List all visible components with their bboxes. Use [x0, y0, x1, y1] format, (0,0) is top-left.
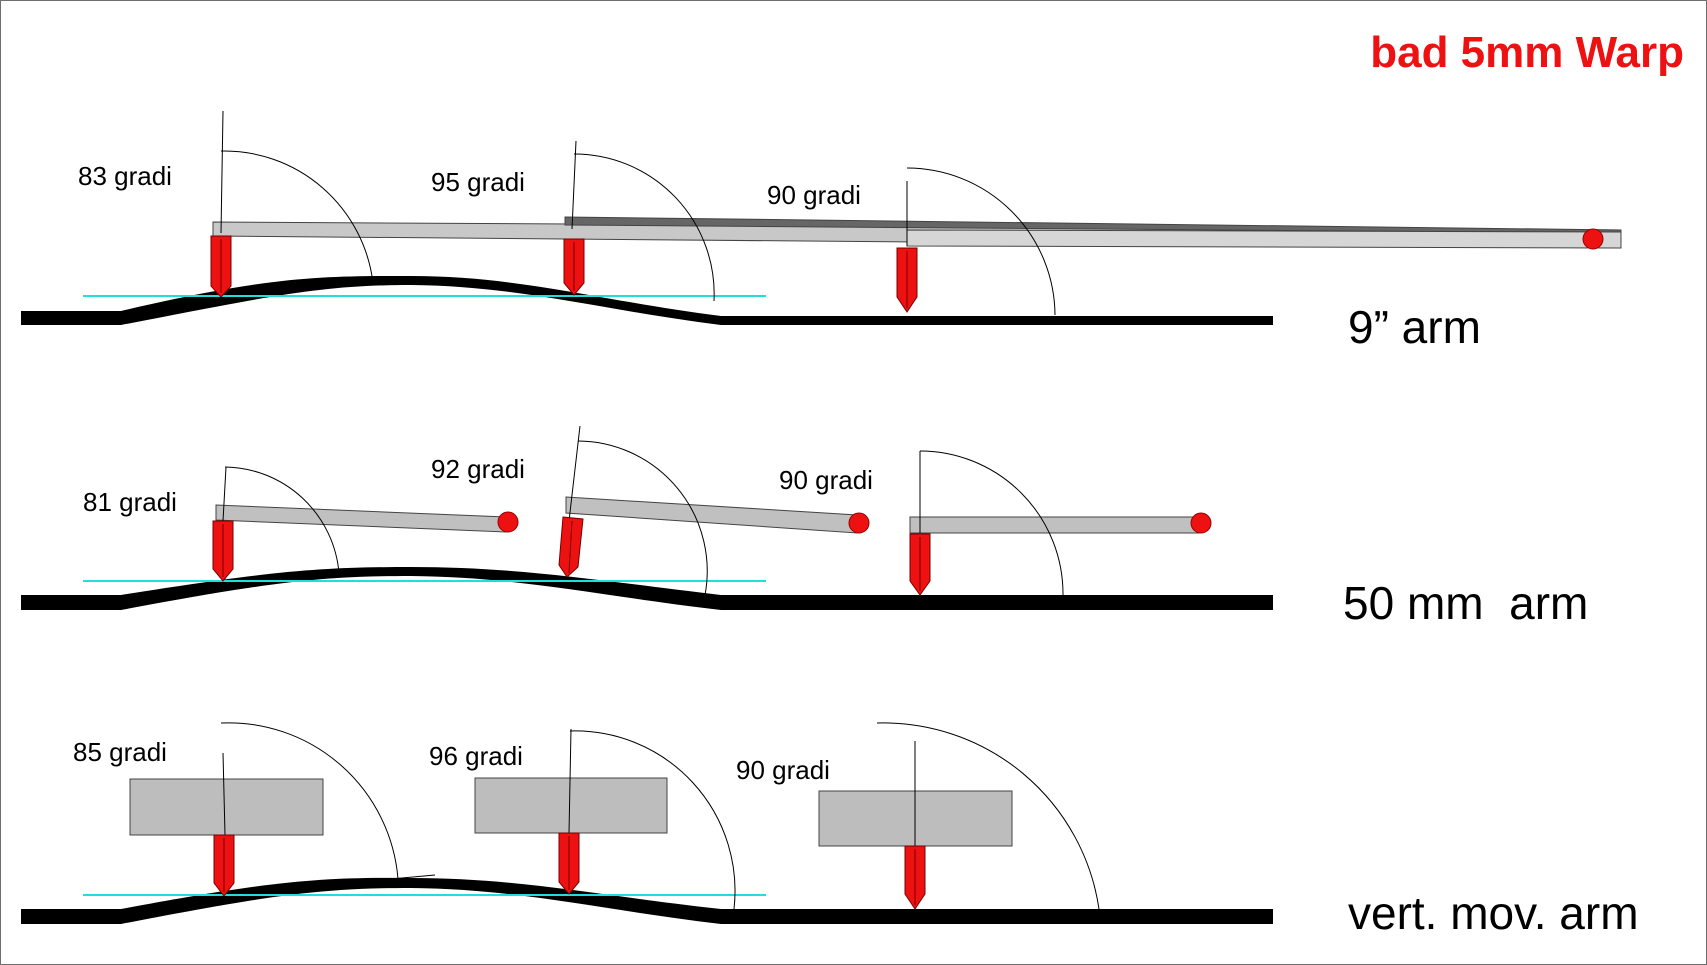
tonearm-arm	[565, 496, 858, 534]
stylus-position-3: 90 gradi	[767, 167, 1056, 316]
arm-carriage-block	[129, 778, 324, 836]
vertical-axis	[222, 466, 227, 522]
stylus-position-1: 85 gradi	[73, 722, 436, 897]
arm-type-label: 50 mm arm	[1343, 577, 1588, 629]
angle-label: 92 gradi	[431, 454, 525, 484]
vertical-axis	[222, 752, 226, 836]
angle-label: 85 gradi	[73, 737, 167, 767]
warped-record	[21, 877, 1273, 924]
angle-arc	[569, 730, 736, 910]
stylus-position-2: 92 gradi	[431, 425, 870, 596]
angle-label: 90 gradi	[767, 180, 861, 210]
angle-arc	[906, 167, 1056, 316]
row-50mm-arm: 81 gradi 92 gradi 90 gradi 50 mm arm	[21, 425, 1588, 629]
arm-carriage-block	[474, 777, 668, 834]
warped-record	[21, 276, 1273, 325]
angle-arc	[224, 466, 340, 574]
angle-arc	[220, 150, 374, 284]
vertical-axis	[571, 140, 577, 230]
arm-type-label: 9” arm	[1348, 301, 1481, 353]
angle-label: 90 gradi	[779, 465, 873, 495]
stylus-position-3: 90 gradi	[736, 722, 1100, 910]
stylus-position-1: 81 gradi	[83, 466, 519, 582]
pivot-icon	[848, 512, 870, 534]
vertical-axis	[568, 728, 572, 834]
tangent-tick	[356, 279, 408, 285]
pivot-icon	[1582, 228, 1604, 250]
stylus-midline	[568, 520, 573, 574]
angle-arc	[220, 722, 399, 880]
tonearm-arm	[909, 516, 1200, 534]
warped-record	[21, 567, 1273, 610]
pivot-icon	[497, 511, 519, 533]
tonearm-arm-level	[906, 229, 1622, 249]
angle-label: 95 gradi	[431, 167, 525, 197]
pivot-icon	[1190, 512, 1212, 534]
vertical-axis	[220, 110, 224, 234]
diagram-title: bad 5mm Warp	[1370, 28, 1684, 77]
angle-label: 90 gradi	[736, 755, 830, 785]
angle-label: 83 gradi	[78, 161, 172, 191]
angle-arc	[919, 450, 1064, 596]
angle-arc	[577, 440, 708, 596]
tangent-tick	[378, 874, 436, 881]
row-vertical-moving-arm: 85 gradi 96 gradi 90 gradi vert. mov. ar…	[21, 722, 1639, 939]
stylus-position-2: 96 gradi	[429, 728, 736, 910]
angle-label: 81 gradi	[83, 487, 177, 517]
tonearm-arm	[215, 504, 507, 533]
row-9-inch-arm: 83 gradi 95 gradi 90 gradi 9” arm	[21, 110, 1622, 353]
vertical-axis	[568, 425, 581, 522]
stylus-position-2: 95 gradi	[431, 140, 715, 302]
angle-arc	[573, 153, 715, 302]
stylus-position-3: 90 gradi	[779, 450, 1212, 596]
angle-arc	[876, 722, 1100, 910]
arm-type-label: vert. mov. arm	[1348, 887, 1639, 939]
stylus-position-1: 83 gradi	[78, 110, 408, 298]
angle-label: 96 gradi	[429, 741, 523, 771]
